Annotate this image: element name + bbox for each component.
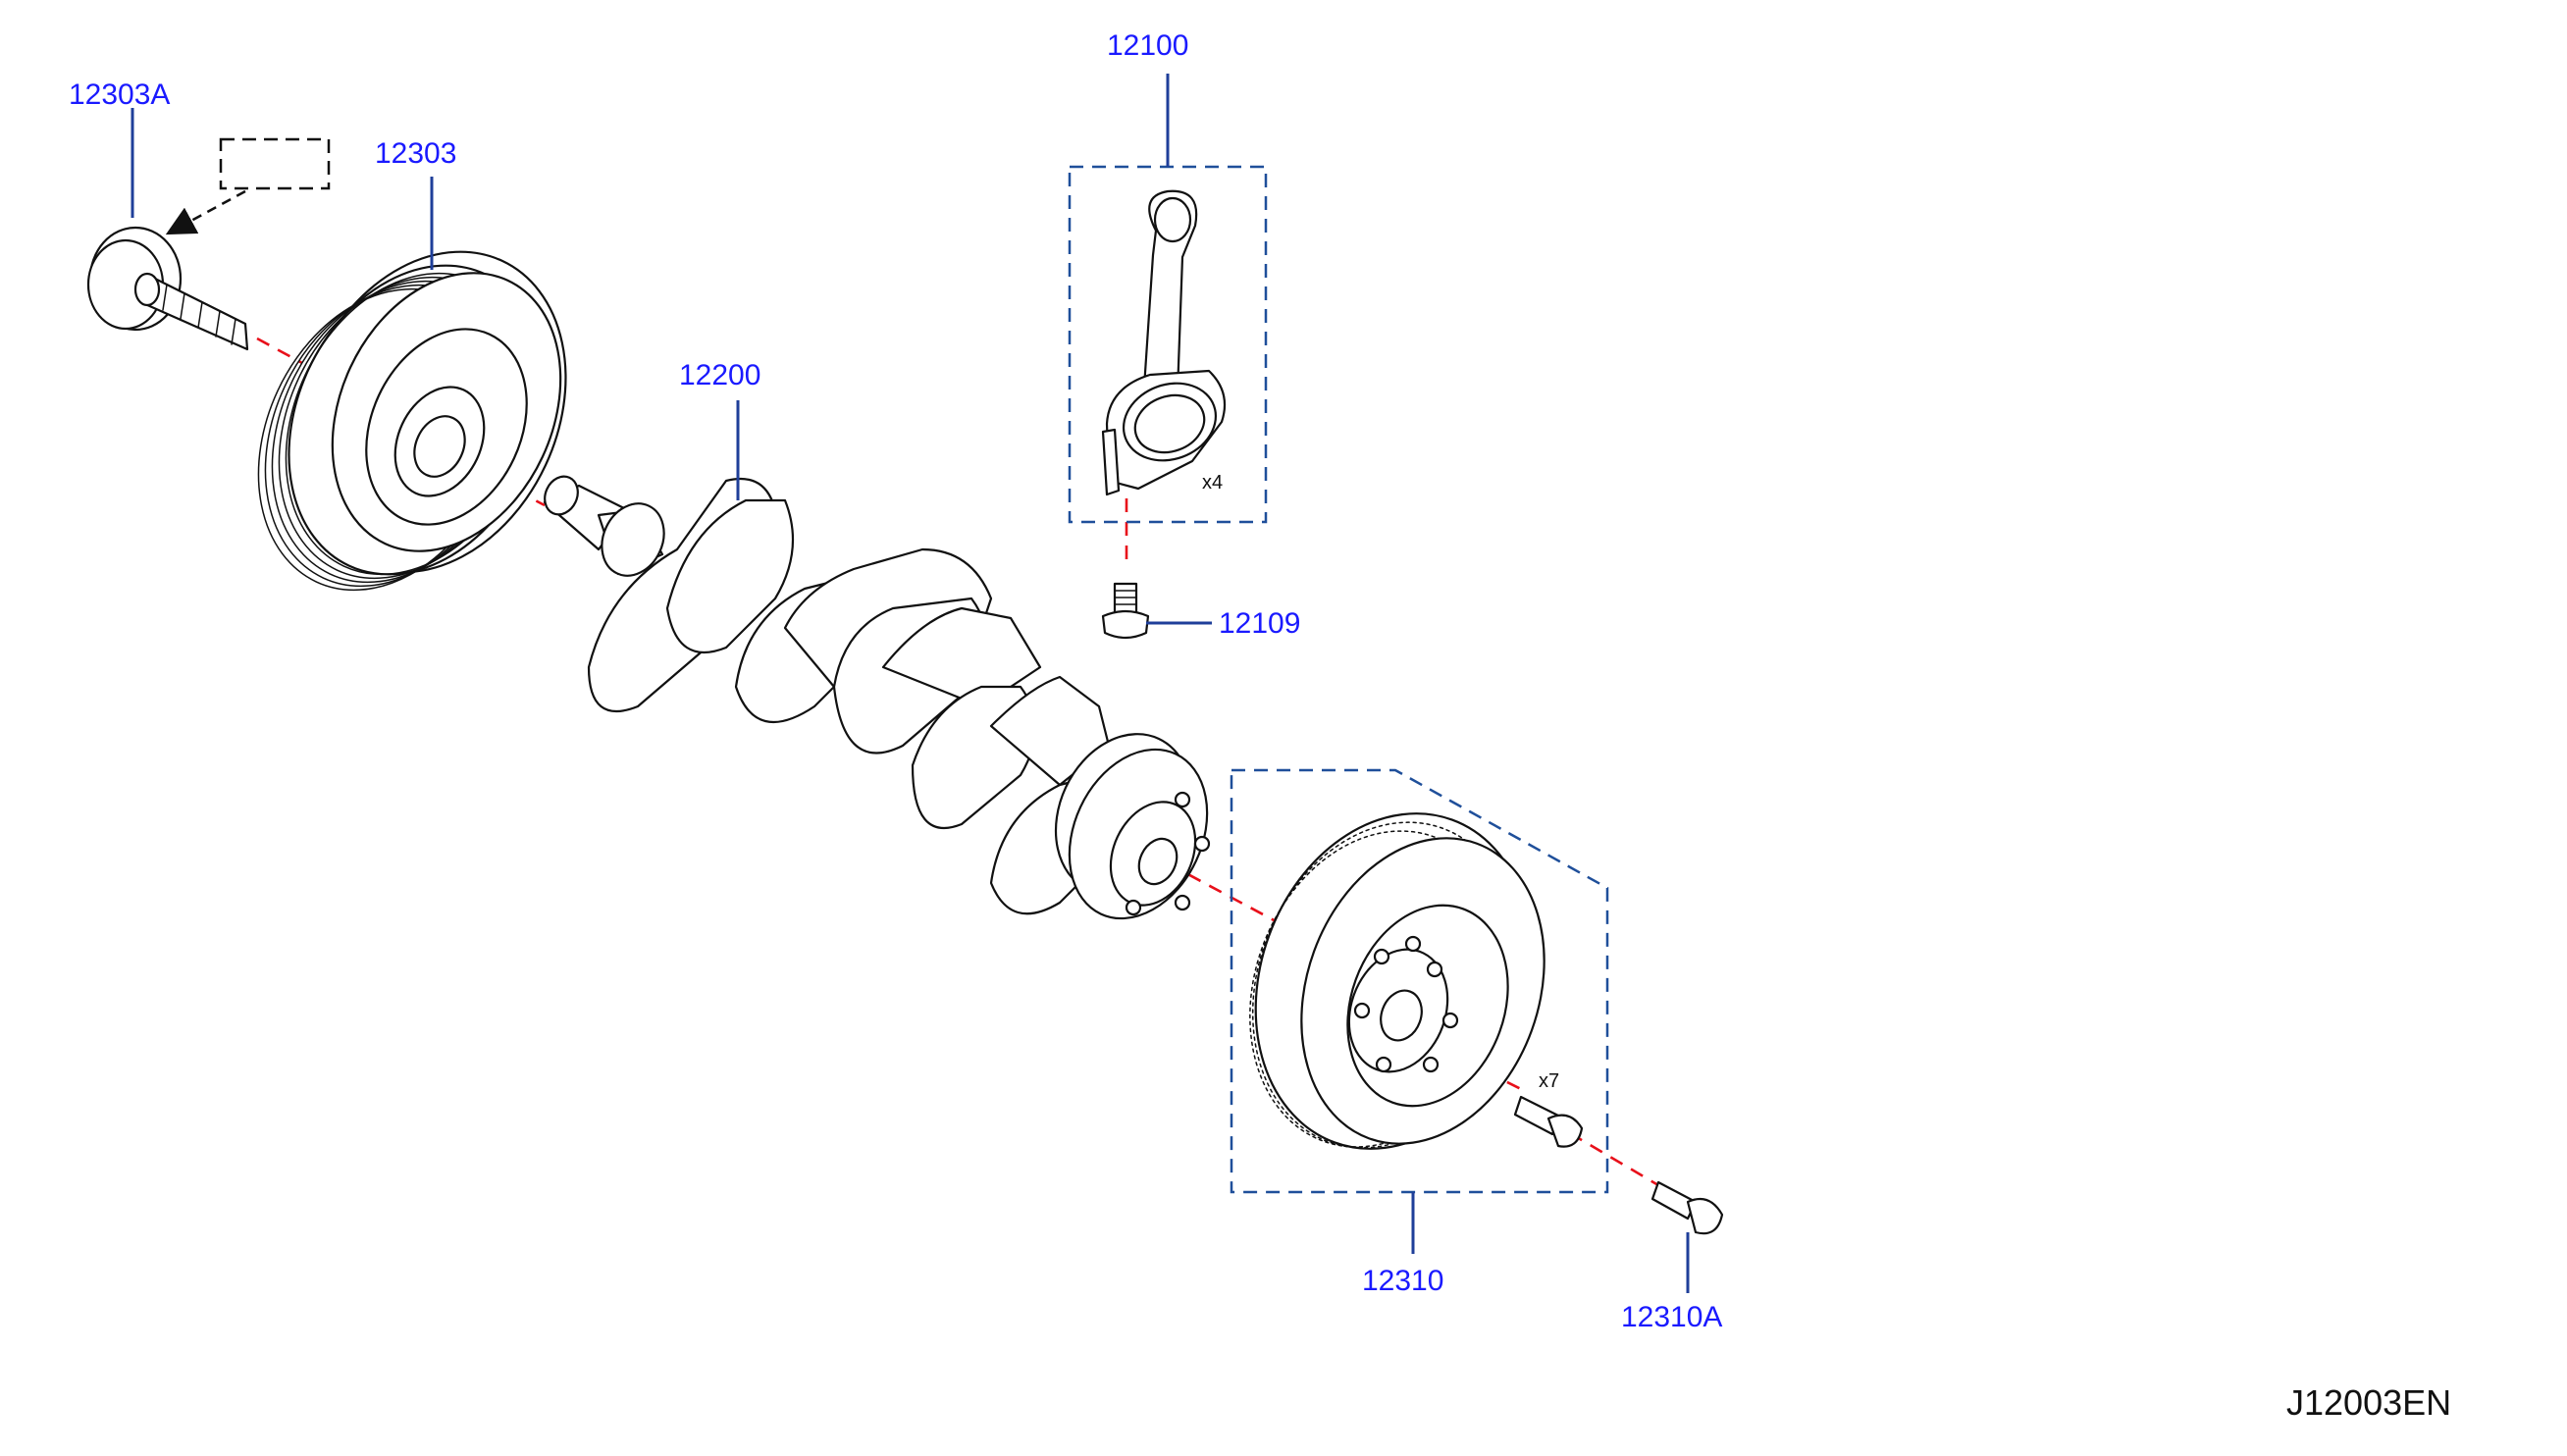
part-12200-crankshaft[interactable]: [539, 471, 1233, 941]
part-12310A-bolt[interactable]: [1650, 1180, 1724, 1235]
label-12310A: 12310A: [1621, 1301, 1722, 1333]
detail-callout-box: [165, 137, 331, 235]
part-12303A-bolt[interactable]: [86, 226, 249, 351]
leader-lines: [131, 74, 1690, 1293]
label-12200: 12200: [679, 359, 760, 391]
diagram-code: J12003EN: [2286, 1382, 2451, 1423]
part-12310-flywheel[interactable]: [1207, 774, 1585, 1187]
label-12109: 12109: [1219, 607, 1300, 640]
part-12100-connecting-rod[interactable]: [1101, 189, 1227, 496]
label-12310: 12310: [1362, 1265, 1443, 1297]
label-12303A: 12303A: [69, 78, 170, 111]
part-12303-crank-pulley[interactable]: [211, 208, 615, 631]
label-12303: 12303: [375, 137, 456, 170]
part-12109-rod-bolt[interactable]: [1101, 582, 1150, 640]
qty-label-flywheel-bolt: x7: [1539, 1070, 1559, 1092]
qty-label-rod: x4: [1202, 472, 1223, 494]
part-flywheel-bolt[interactable]: [1513, 1095, 1584, 1148]
label-12100: 12100: [1107, 29, 1188, 62]
group-box-12310: [1230, 768, 1609, 1194]
